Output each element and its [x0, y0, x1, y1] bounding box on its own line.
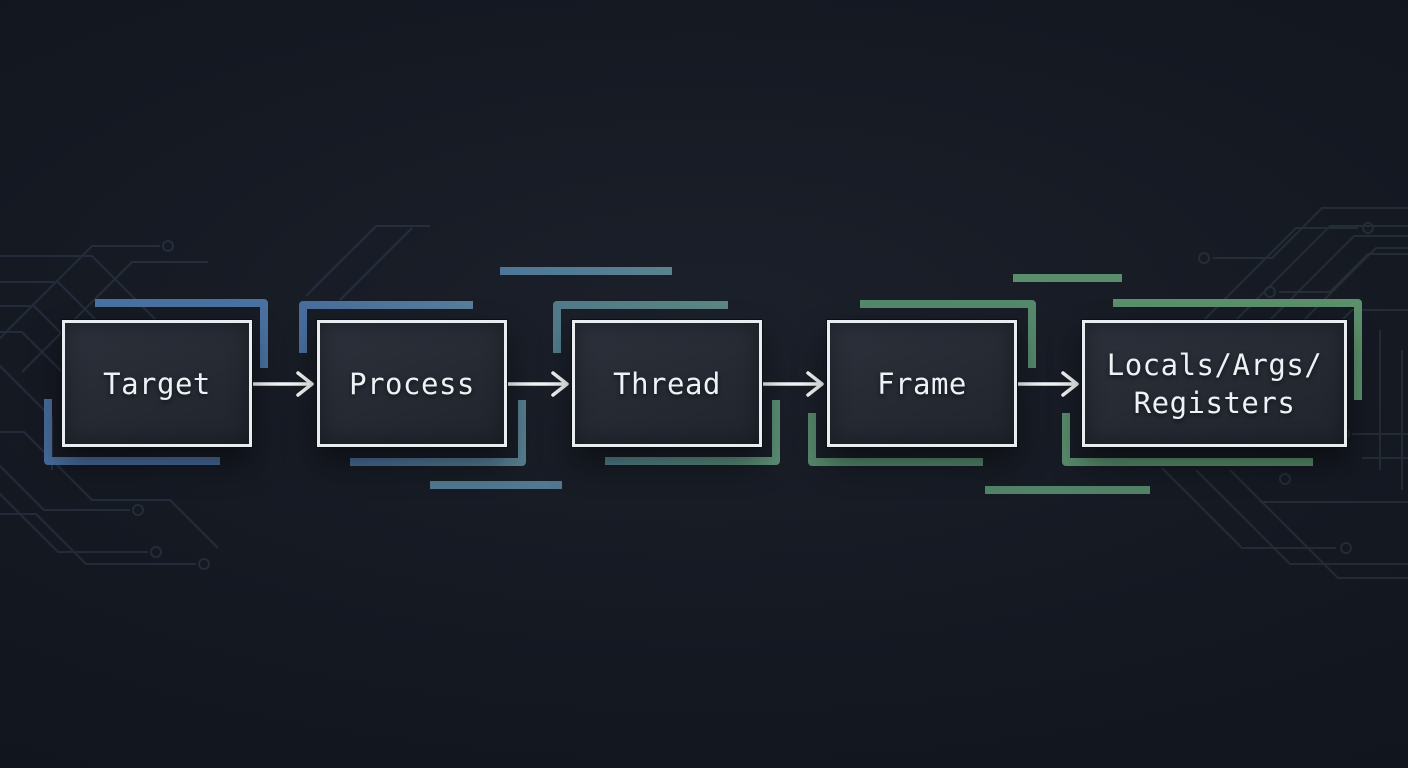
flow-arrow-icon — [251, 371, 314, 397]
node-label: Target — [103, 365, 211, 403]
node-label: Thread — [613, 365, 721, 403]
flow-arrow-icon — [506, 371, 569, 397]
node-locals-args-registers: Locals/Args/ Registers — [1082, 320, 1347, 447]
node-label: Frame — [877, 365, 967, 403]
accent-bracket-process-top — [299, 301, 473, 353]
node-label-line: Locals/Args/ — [1106, 347, 1323, 382]
accent-bracket-process-bottom — [350, 400, 526, 466]
node-thread: Thread — [572, 320, 762, 447]
node-label-line: Target — [103, 366, 211, 401]
accent-bracket-target-top — [95, 299, 268, 368]
accent-brackets — [44, 267, 1362, 494]
node-label-line: Frame — [877, 366, 967, 401]
node-label: Locals/Args/ Registers — [1107, 346, 1323, 422]
node-label: Process — [349, 365, 475, 403]
flow-arrow-icon — [1016, 371, 1079, 397]
node-target: Target — [62, 320, 252, 447]
accent-bracket-thread-bottom — [605, 400, 780, 465]
node-label-line: Registers — [1133, 385, 1296, 420]
flow-arrow-icon — [761, 371, 824, 397]
accent-bracket-target-bottom — [44, 399, 220, 465]
node-label-line: Thread — [613, 366, 721, 401]
node-process: Process — [317, 320, 507, 447]
node-label-line: Process — [349, 366, 475, 401]
accent-bracket-locals-bottom — [1062, 413, 1313, 466]
accent-bracket-thread-top — [553, 301, 728, 353]
accent-bracket-frame-top — [860, 300, 1036, 368]
node-frame: Frame — [827, 320, 1017, 447]
accent-bracket-locals-top — [1113, 299, 1362, 400]
flow-arrows — [251, 371, 1079, 397]
accent-bracket-frame-bottom — [808, 413, 983, 466]
